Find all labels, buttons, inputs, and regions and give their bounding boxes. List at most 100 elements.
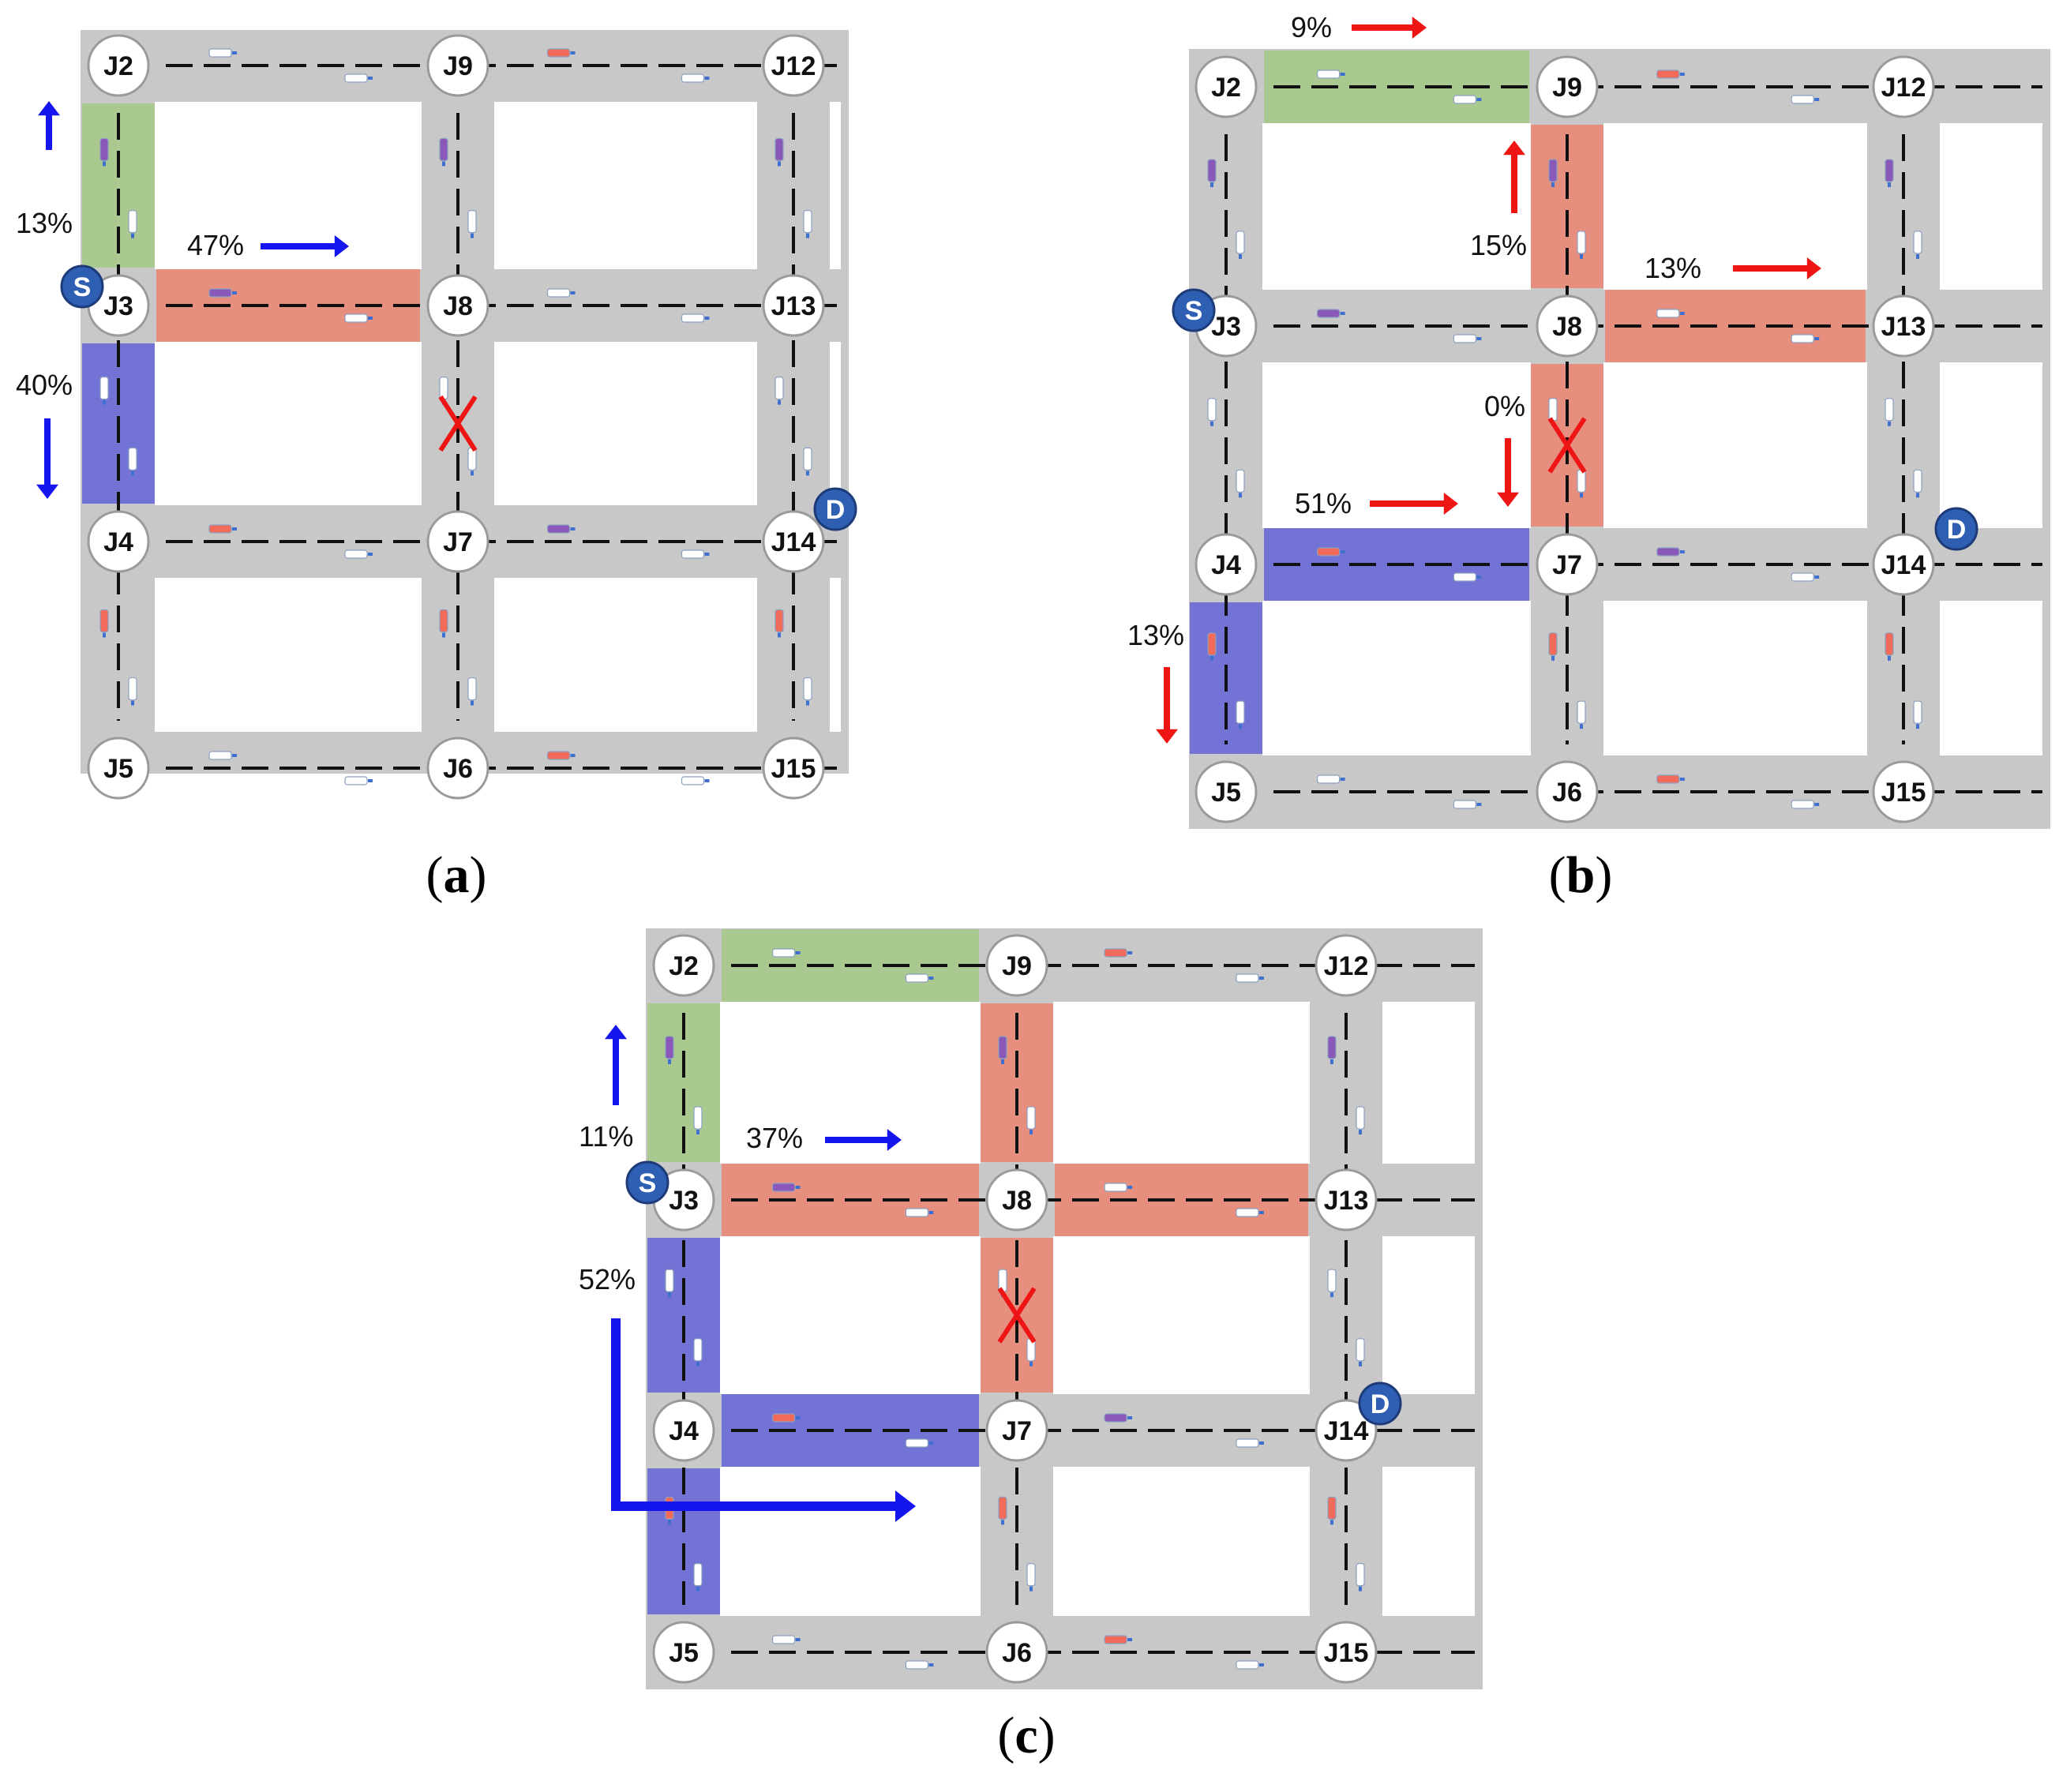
source-marker: S (60, 264, 104, 309)
car-icon (1026, 1106, 1036, 1135)
car-icon (1577, 700, 1586, 729)
junction-j6: J6 (1536, 760, 1599, 823)
car-icon (905, 1660, 934, 1670)
car-icon (1356, 1563, 1365, 1591)
junction-label: J14 (1324, 1416, 1369, 1446)
junction-j9: J9 (1536, 55, 1599, 118)
car-icon (1885, 632, 1894, 661)
junction-label: J8 (443, 291, 473, 321)
car-icon (693, 1106, 703, 1135)
flow-right: 51% (1295, 487, 1458, 519)
car-icon (1327, 1269, 1337, 1298)
junction-label: J6 (443, 754, 473, 784)
car-icon (128, 447, 137, 476)
junction-label: J15 (1881, 778, 1926, 808)
lane-markings (1225, 85, 2042, 793)
junction-j13: J13 (1872, 294, 1935, 358)
junction-j13: J13 (762, 274, 825, 337)
car-icon (1026, 1563, 1036, 1591)
city-block (1603, 362, 1867, 528)
car-icon (1913, 700, 1922, 729)
car-icon (546, 48, 576, 58)
junction-label: J5 (1211, 778, 1241, 808)
car-icon (1913, 469, 1922, 498)
car-icon (905, 1208, 934, 1217)
junction-label: J2 (1211, 73, 1241, 103)
junction-label: J13 (1881, 312, 1926, 342)
car-icon (1885, 398, 1894, 426)
car-icon (128, 210, 137, 238)
junction-label: J3 (1211, 312, 1241, 342)
city-block (155, 342, 422, 505)
junction-label: J9 (1002, 951, 1032, 981)
car-icon (665, 1036, 674, 1064)
junction-j12: J12 (762, 34, 825, 97)
junction-label: J7 (1002, 1416, 1032, 1446)
city-block (155, 102, 422, 269)
car-icon (344, 313, 373, 323)
car-icon (208, 751, 237, 760)
flow-down-right: 52% (579, 1263, 916, 1522)
junction-label: J6 (1002, 1638, 1032, 1668)
junction-label: J4 (103, 527, 133, 557)
junction-label: J14 (1881, 550, 1926, 580)
flow-percentage: 0% (1484, 390, 1525, 422)
junction-j4: J4 (87, 510, 150, 573)
car-icon (1104, 1183, 1133, 1192)
car-icon (208, 48, 237, 58)
city-block (1603, 601, 1867, 755)
svg-text:S: S (73, 272, 92, 302)
junction-j14: J14 (1872, 533, 1935, 596)
car-icon (681, 73, 710, 83)
car-icon (344, 73, 373, 83)
flow-percentage: 15% (1470, 229, 1527, 261)
junction-label: J3 (669, 1186, 699, 1216)
car-icon (1207, 159, 1217, 188)
junction-j5: J5 (1195, 760, 1258, 823)
panel-caption: (a) (426, 846, 487, 904)
city-block (1382, 1002, 1475, 1164)
flow-percentage: 13% (16, 207, 73, 239)
car-icon (771, 1183, 801, 1192)
svg-text:S: S (639, 1168, 657, 1198)
car-icon (1791, 95, 1820, 104)
arrow-down-icon (36, 418, 58, 499)
car-icon (439, 137, 448, 167)
junction-j15: J15 (1872, 760, 1935, 823)
junction-j2: J2 (1195, 55, 1258, 118)
flow-down: 40% (16, 369, 73, 499)
flow-percentage: 37% (746, 1122, 803, 1154)
junction-label: J2 (669, 951, 699, 981)
blocked-road-icon (997, 1287, 1037, 1344)
car-icon (128, 677, 137, 706)
arrow-right-icon (261, 235, 349, 257)
city-block (830, 342, 841, 505)
junction-j8: J8 (1536, 294, 1599, 358)
city-block (1053, 1002, 1310, 1164)
city-block (720, 1236, 981, 1394)
junction-label: J6 (1552, 778, 1582, 808)
car-icon (439, 609, 448, 638)
car-icon (693, 1338, 703, 1366)
junction-j15: J15 (1315, 1621, 1378, 1684)
arrow-right-icon (825, 1129, 902, 1151)
junction-j12: J12 (1872, 55, 1935, 118)
junction-j14: J14 (762, 510, 825, 573)
junction-label: J15 (1324, 1638, 1369, 1668)
car-icon (344, 776, 373, 785)
junction-label: J12 (1881, 73, 1926, 103)
city-block (1053, 1467, 1310, 1616)
car-icon (344, 549, 373, 559)
junction-j8: J8 (985, 1168, 1048, 1232)
car-icon (1453, 572, 1482, 582)
svg-text:S: S (1185, 296, 1203, 326)
junction-label: J12 (771, 51, 816, 81)
junction-j3: J3 (87, 274, 150, 337)
car-icon (1316, 309, 1345, 318)
arrow-right-icon (611, 1318, 916, 1522)
arrow-down-icon (1497, 438, 1519, 507)
flow-down: 0% (1484, 390, 1525, 507)
flow-percentage: 52% (579, 1263, 636, 1295)
svg-text:D: D (1947, 515, 1967, 545)
